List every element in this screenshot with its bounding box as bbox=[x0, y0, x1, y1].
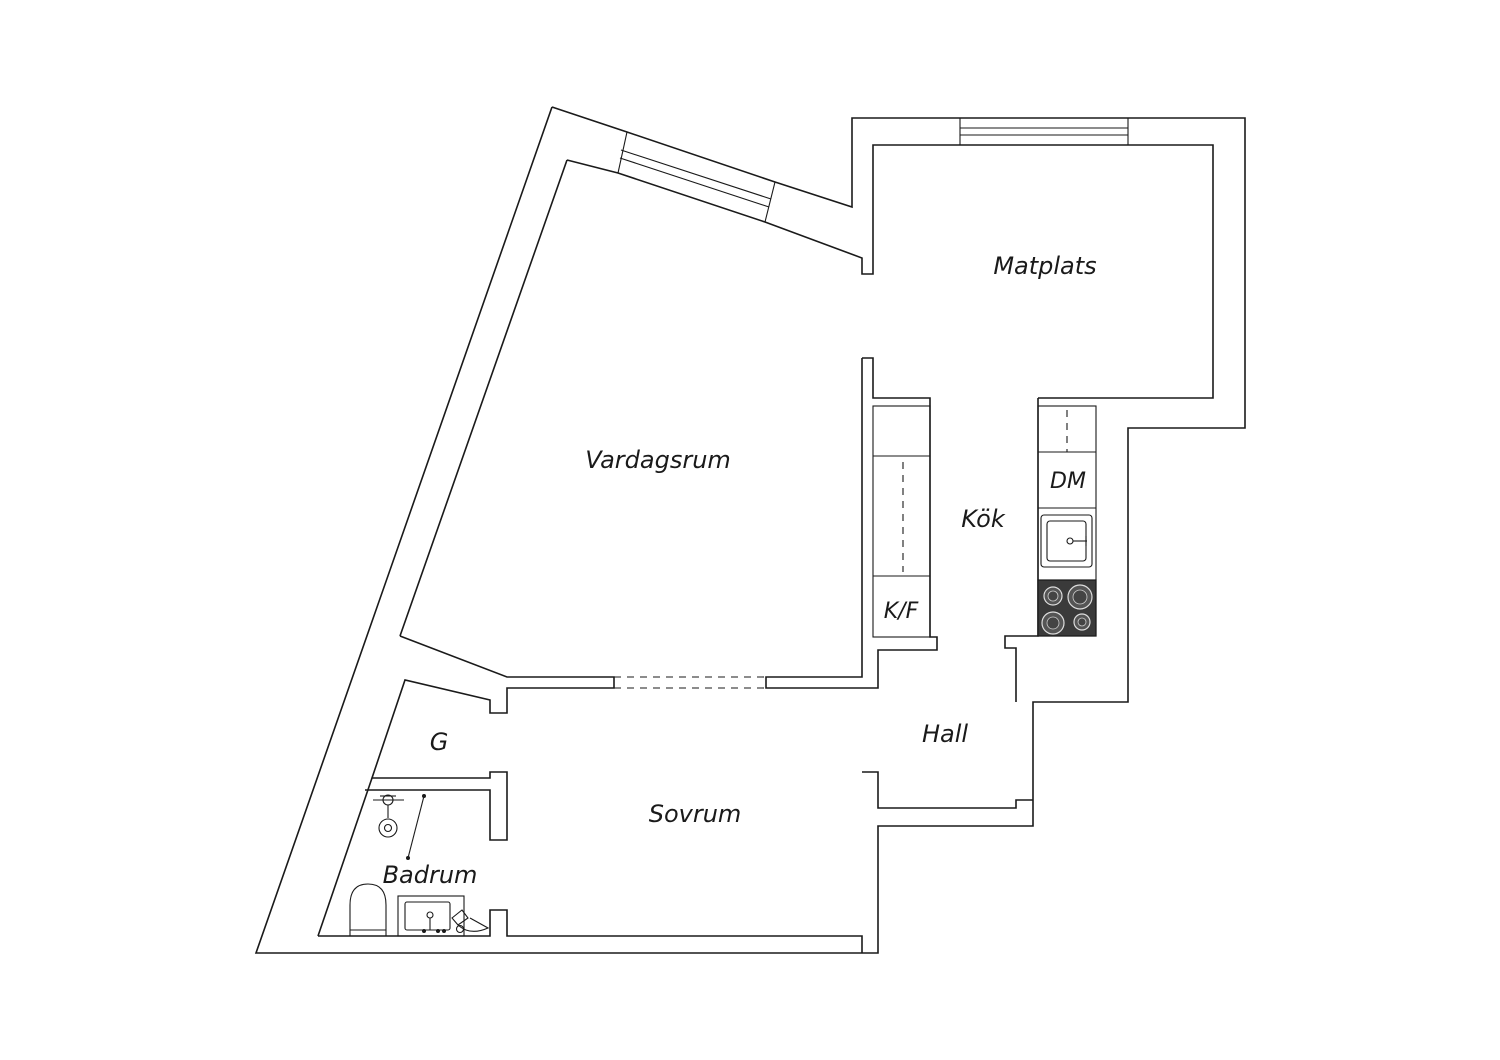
room-label-sovrum: Sovrum bbox=[649, 800, 742, 828]
washbasin-icon bbox=[397, 895, 465, 937]
window-vardagsrum bbox=[617, 131, 776, 223]
room-label-vardagsrum: Vardagsrum bbox=[585, 446, 731, 474]
window-matplats bbox=[959, 118, 1129, 145]
sink-icon bbox=[1040, 514, 1093, 568]
exterior-walls bbox=[254, 106, 1246, 954]
room-label-hall: Hall bbox=[922, 720, 968, 748]
stove-icon bbox=[1037, 579, 1097, 637]
room-label-kok: Kök bbox=[961, 505, 1006, 533]
room-label-garderob: G bbox=[430, 728, 449, 756]
kyl-frys-label: K/F bbox=[884, 599, 919, 624]
bath-mixer-icon bbox=[451, 909, 490, 934]
shower-rod-icon bbox=[406, 794, 426, 860]
interior-walls bbox=[318, 357, 1039, 953]
toilet-icon bbox=[349, 883, 387, 936]
diskmaskin-label: DM bbox=[1050, 469, 1086, 494]
shower-icon bbox=[373, 794, 404, 838]
room-label-matplats: Matplats bbox=[993, 252, 1096, 280]
counter-left bbox=[872, 405, 931, 638]
room-label-badrum: Badrum bbox=[383, 861, 478, 889]
